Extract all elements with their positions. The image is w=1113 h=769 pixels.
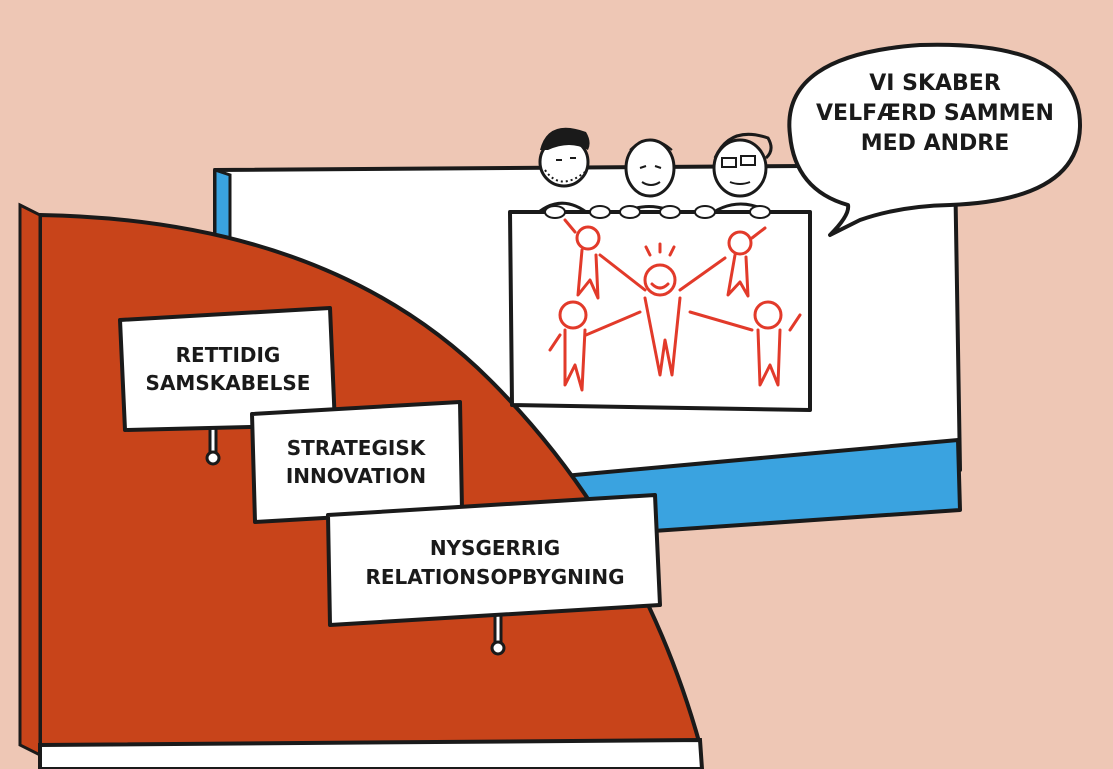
poster (508, 205, 812, 412)
sign-3-line-1: NYSGERRIG (430, 536, 560, 560)
sign-3-line-2: RELATIONSOPBYGNING (365, 565, 624, 589)
speech-bubble: VI SKABER VELFÆRD SAMMEN MED ANDRE (787, 42, 1082, 237)
sign-strategisk-innovation: STRATEGISK INNOVATION (250, 400, 464, 524)
sign-1-line-2: SAMSKABELSE (146, 371, 311, 395)
sign-2-line-1: STRATEGISK (287, 436, 427, 460)
sign-1-line-1: RETTIDIG (176, 343, 281, 367)
speech-line-3: MED ANDRE (861, 131, 1010, 156)
speech-line-1: VI SKABER (869, 71, 1001, 96)
woman-with-glasses-icon (704, 132, 779, 220)
speech-line-2: VELFÆRD SAMMEN (816, 101, 1054, 126)
sign-2-line-2: INNOVATION (286, 464, 426, 488)
sign-nysgerrig-relationsopbygning: NYSGERRIG RELATIONSOPBYGNING (326, 493, 662, 627)
people-holding-hands-icon (548, 218, 802, 392)
